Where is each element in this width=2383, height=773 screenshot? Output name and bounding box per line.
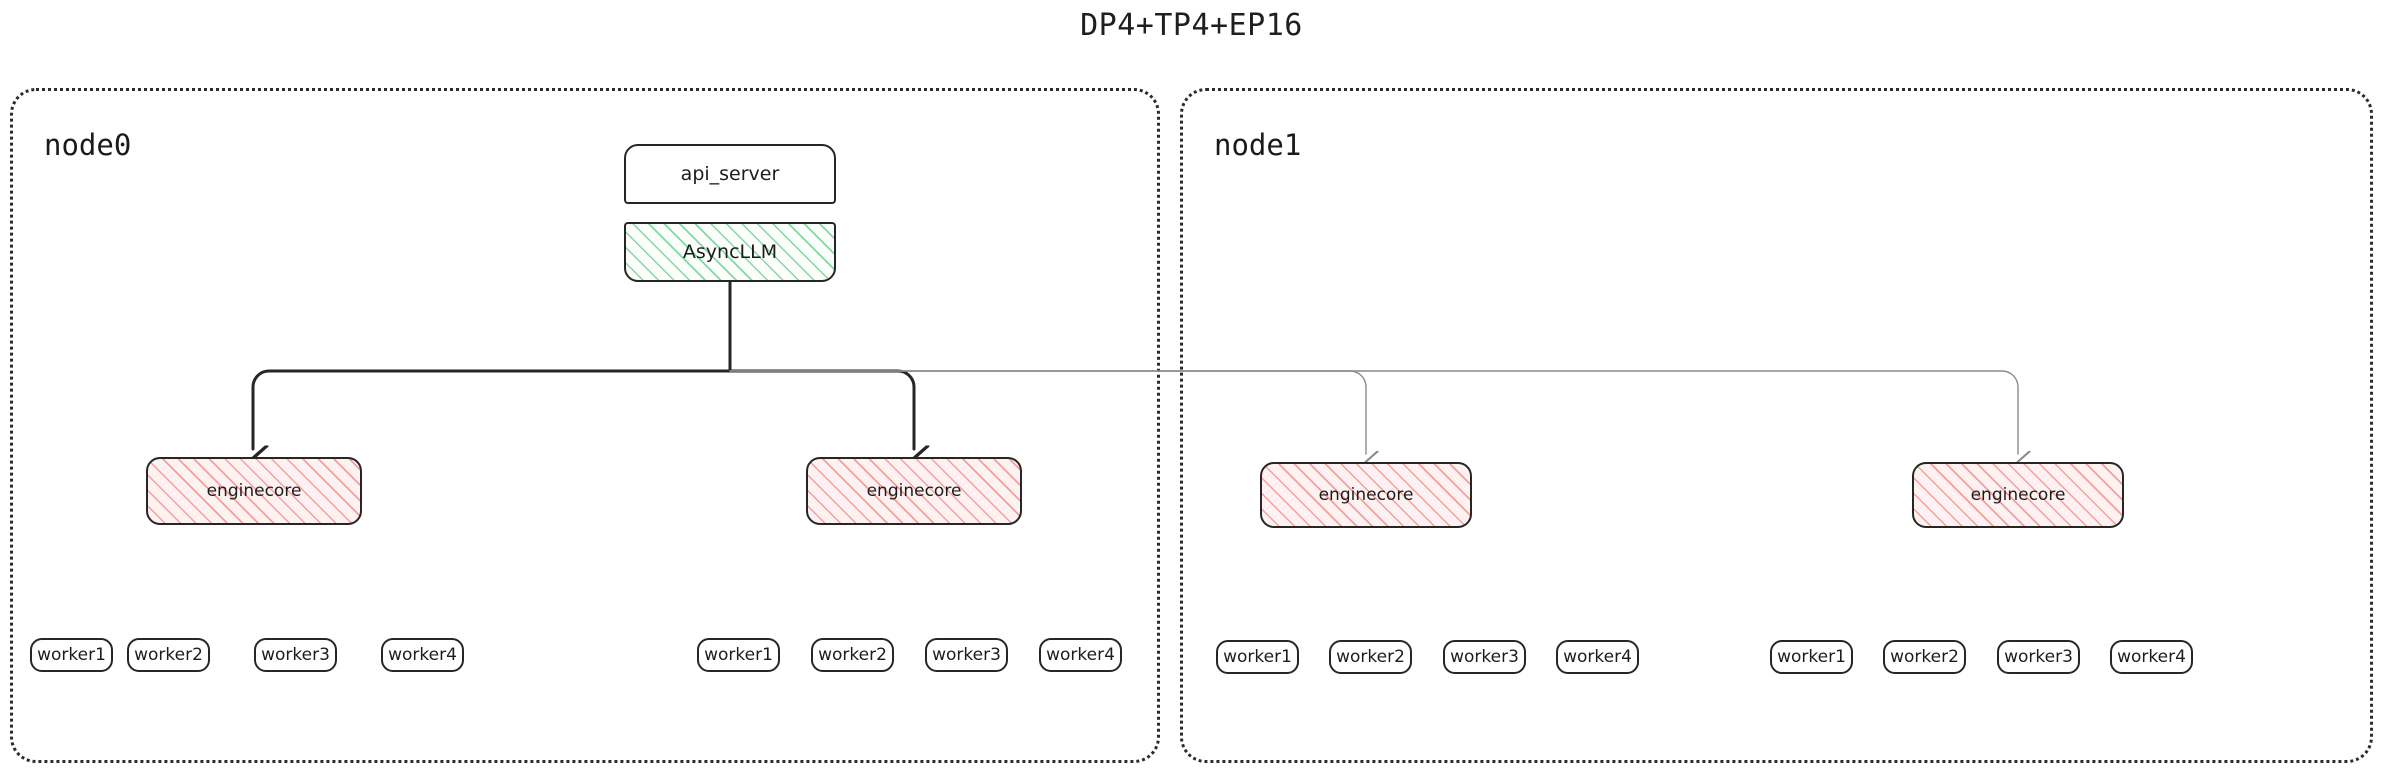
enginecore-node-1-label: enginecore [866,481,962,501]
worker-chip[interactable]: worker1 [1770,640,1853,674]
worker-chip-label: worker2 [1336,647,1405,667]
worker-chip-label: worker4 [1046,645,1115,665]
page-title: DP4+TP4+EP16 [1080,8,1303,43]
enginecore-node-1[interactable]: enginecore [806,457,1022,525]
worker-chip[interactable]: worker1 [30,638,113,672]
enginecore-node-0[interactable]: enginecore [146,457,362,525]
worker-chip[interactable]: worker3 [1997,640,2080,674]
node-label-node1: node1 [1214,128,1302,162]
api-server-node-label: api_server [680,163,780,185]
worker-chip-label: worker2 [134,645,203,665]
worker-chip-label: worker3 [261,645,330,665]
worker-chip[interactable]: worker3 [925,638,1008,672]
worker-chip[interactable]: worker3 [1443,640,1526,674]
worker-chip[interactable]: worker2 [1329,640,1412,674]
worker-chip[interactable]: worker2 [127,638,210,672]
worker-chip-label: worker1 [37,645,106,665]
worker-chip[interactable]: worker2 [1883,640,1966,674]
worker-chip-label: worker1 [1777,647,1846,667]
worker-chip-label: worker2 [818,645,887,665]
enginecore-node-3[interactable]: enginecore [1912,462,2124,528]
worker-chip-label: worker3 [1450,647,1519,667]
api-server-node[interactable]: api_server [624,144,836,204]
async-llm-node[interactable]: AsyncLLM [624,222,836,282]
worker-chip-label: worker3 [932,645,1001,665]
worker-chip[interactable]: worker4 [381,638,464,672]
enginecore-node-2[interactable]: enginecore [1260,462,1472,528]
enginecore-node-2-label: enginecore [1318,485,1414,505]
enginecore-node-3-label: enginecore [1970,485,2066,505]
worker-chip-label: worker1 [1223,647,1292,667]
worker-chip-label: worker3 [2004,647,2073,667]
enginecore-node-0-label: enginecore [206,481,302,501]
worker-chip-label: worker1 [704,645,773,665]
worker-chip-label: worker2 [1890,647,1959,667]
async-llm-node-label: AsyncLLM [682,241,778,263]
worker-chip-label: worker4 [1563,647,1632,667]
worker-chip[interactable]: worker2 [811,638,894,672]
worker-chip-label: worker4 [388,645,457,665]
worker-chip[interactable]: worker4 [1039,638,1122,672]
node-label-node0: node0 [44,128,132,162]
worker-chip[interactable]: worker1 [1216,640,1299,674]
worker-chip[interactable]: worker1 [697,638,780,672]
worker-chip[interactable]: worker3 [254,638,337,672]
worker-chip[interactable]: worker4 [2110,640,2193,674]
worker-chip[interactable]: worker4 [1556,640,1639,674]
worker-chip-label: worker4 [2117,647,2186,667]
